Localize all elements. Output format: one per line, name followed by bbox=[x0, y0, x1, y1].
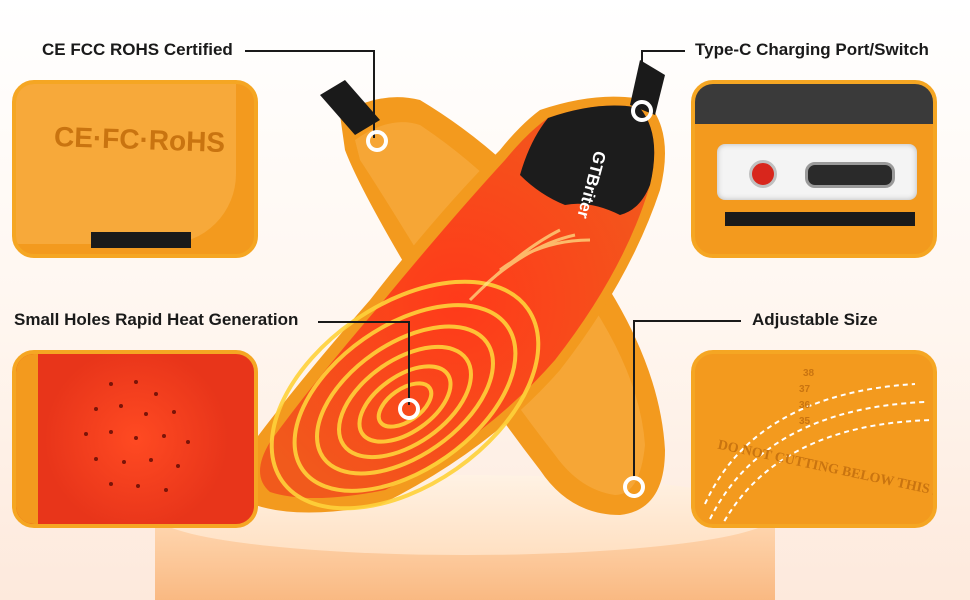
callout-line-cert-v bbox=[373, 50, 375, 138]
callout-line-holes-v bbox=[408, 321, 410, 405]
size-38: 38 bbox=[803, 368, 815, 379]
panel-adjustable-size: 38 37 36 35 DO NOT CUTTING BELOW THIS LI… bbox=[691, 350, 937, 528]
callout-line-cert-h bbox=[245, 50, 375, 52]
charge-point bbox=[631, 100, 653, 122]
size-35: 35 bbox=[799, 416, 811, 427]
cert-strap bbox=[91, 232, 191, 248]
cert-insole-heel bbox=[16, 84, 236, 244]
panel-charging-port bbox=[691, 80, 937, 258]
cert-point bbox=[366, 130, 388, 152]
cert-marks: CE·FC·RoHS bbox=[53, 121, 226, 158]
size-36: 36 bbox=[799, 400, 811, 411]
power-button-icon bbox=[749, 160, 777, 188]
size-lines bbox=[704, 383, 933, 524]
holes-pattern bbox=[84, 380, 190, 492]
port-strap bbox=[725, 212, 915, 226]
holes-panel-edge bbox=[16, 354, 38, 524]
usb-c-port-icon bbox=[805, 162, 895, 188]
label-charging: Type-C Charging Port/Switch bbox=[695, 40, 929, 59]
holes-point bbox=[398, 398, 420, 420]
label-certified: CE FCC ROHS Certified bbox=[42, 40, 233, 59]
panel-certification: CE·FC·RoHS bbox=[12, 80, 258, 258]
callout-line-size-h bbox=[633, 320, 741, 322]
size-37: 37 bbox=[799, 384, 811, 395]
callout-line-holes-h bbox=[318, 321, 410, 323]
panel-small-holes bbox=[12, 350, 258, 528]
callout-line-size-v bbox=[633, 320, 635, 480]
label-holes: Small Holes Rapid Heat Generation bbox=[14, 310, 299, 329]
label-size: Adjustable Size bbox=[752, 310, 878, 329]
port-fabric bbox=[695, 84, 933, 124]
callout-line-charge-h bbox=[641, 50, 685, 52]
size-point bbox=[623, 476, 645, 498]
callout-line-charge-v bbox=[641, 50, 643, 105]
